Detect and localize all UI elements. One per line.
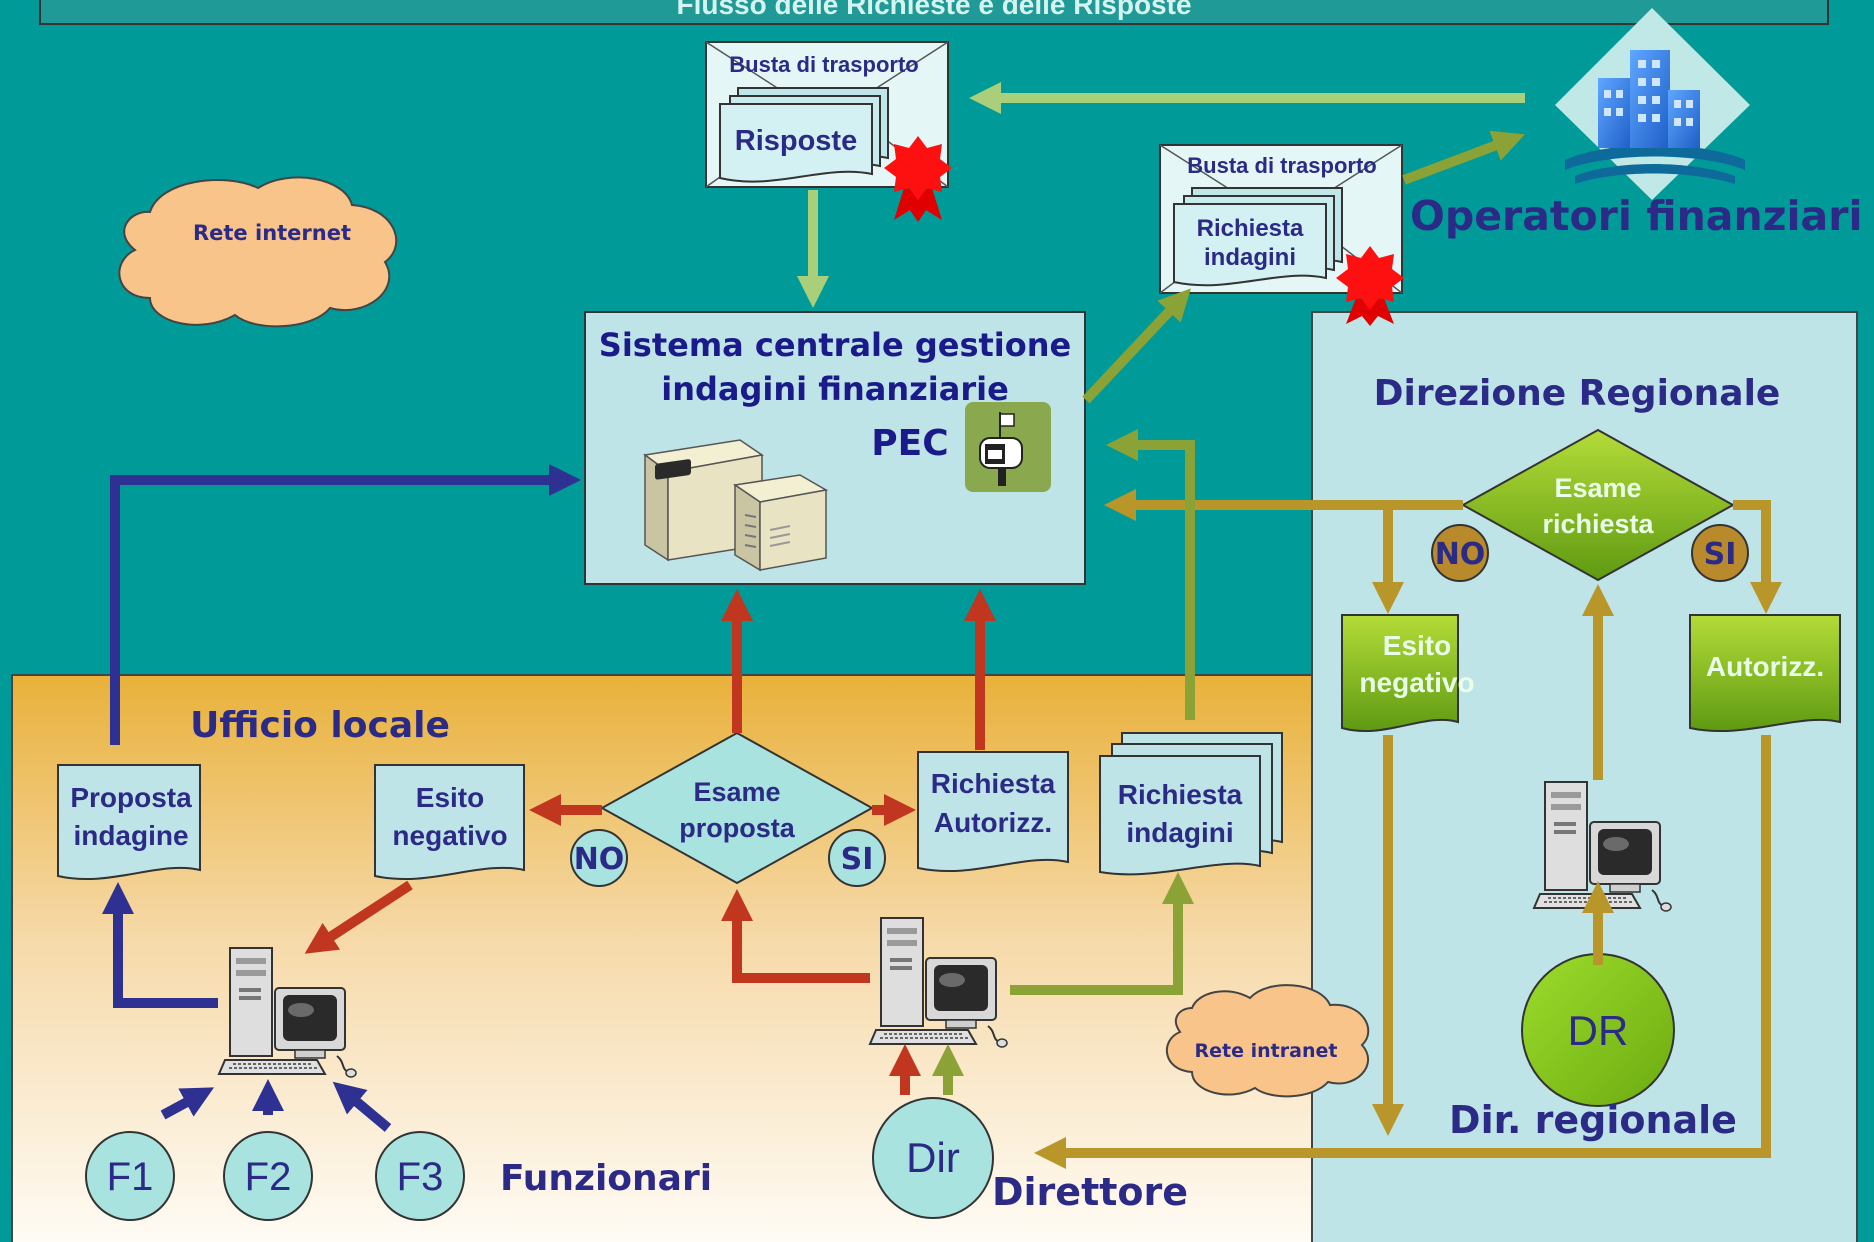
director-node: Dir [872,1097,994,1219]
requests-envelope: Busta di trasporto Richiesta indagini [1159,144,1404,326]
local-office-region [11,674,1313,1242]
official-node-f2: F2 [223,1131,313,1221]
local-no-badge: NO [570,829,628,887]
regional-director-node: DR [1521,953,1675,1107]
central-system-title-line2: indagini finanziarie [661,370,1009,408]
proposal-line1: Proposta [70,782,192,813]
central-system-box: Sistema centrale gestione indagini finan… [584,311,1086,585]
responses-envelope-label: Busta di trasporto [729,52,918,77]
regional-si-label: SI [1704,537,1737,572]
official-f1-label: F1 [107,1155,154,1199]
seal-icon [884,136,952,222]
director-label: Dir [906,1134,960,1181]
central-to-requests-arrow [1082,288,1191,404]
diagram-title: Flusso delle Richieste e delle Risposte [676,0,1191,20]
requests-document [1173,203,1327,287]
local-si-badge: SI [828,829,886,887]
f1-to-computer-arrow [160,1087,215,1120]
official-node-f1: F1 [85,1131,175,1221]
local-decision-line1: Esame [693,777,780,807]
regional-negative-document: Esito negativo [1341,614,1475,733]
mainframe-server-icon [643,439,829,572]
local-decision: Esame proposta [599,731,875,885]
office-building-icon [1555,8,1750,200]
decision-si-arrow [1733,500,1783,615]
proposal-document: Proposta indagine [57,764,201,880]
regional-decision: Esame richiesta [1460,428,1736,582]
regional-director-label: DR [1568,1007,1629,1054]
requests-to-operators-arrow [1402,130,1525,185]
regional-negative-line2: negativo [1359,667,1474,698]
director-computer-to-investigation-arrow [1010,871,1195,995]
responses-envelope: Busta di trasporto Risposte [705,41,952,222]
regional-no-label: NO [1435,537,1486,572]
regional-decision-line2: richiesta [1542,509,1654,539]
auth-request-line2: Autorizz. [934,807,1052,838]
proposal-to-central-arrow [110,463,582,745]
local-negative-line1: Esito [416,782,484,813]
regional-title: Direzione Regionale [1374,373,1781,414]
intranet-cloud-label: Rete intranet [1195,1040,1338,1062]
regional-director-caption: Dir. regionale [1449,1098,1737,1142]
operators-label: Operatori finanziari [1410,192,1863,240]
local-negative-document: Esito negativo [374,764,525,880]
official-f3-label: F3 [397,1155,444,1199]
director-caption: Direttore [992,1170,1188,1214]
official-f2-label: F2 [245,1155,292,1199]
local-office-title: Ufficio locale [190,705,450,746]
local-si-label: SI [841,842,874,877]
regional-si-badge: SI [1691,524,1749,582]
authorized-to-director-arrow [1033,735,1771,1170]
regional-authorized-document: Autorizz. [1689,614,1841,732]
regional-negative-line1: Esito [1383,630,1451,661]
mailbox-icon [965,402,1051,492]
regional-authorized-label: Autorizz. [1706,651,1824,682]
responses-document-label: Risposte [735,125,857,157]
official-node-f3: F3 [375,1131,465,1221]
internet-cloud-label: Rete internet [193,221,351,245]
investigation-request-document: Richiesta indagini [1099,732,1283,876]
responses-document [719,103,873,183]
officials-label: Funzionari [500,1158,712,1199]
seal-icon [1336,246,1404,326]
local-negative-line2: negativo [392,820,507,851]
regional-no-badge: NO [1431,524,1489,582]
intranet-cloud: Rete intranet [1165,984,1370,1098]
pec-label: PEC [871,423,948,464]
auth-request-document: Richiesta Autorizz. [917,751,1069,872]
negative-to-officials-computer-arrow [304,880,413,954]
investigation-request-line2: indagini [1126,817,1233,848]
local-no-label: NO [574,842,625,877]
f3-to-computer-arrow [332,1081,392,1132]
investigation-request-line1: Richiesta [1118,779,1243,810]
investigation-to-central-arrow [1105,428,1195,720]
requests-document-line1: Richiesta [1197,215,1304,242]
local-decision-line2: proposta [679,813,795,843]
computer-to-proposal-arrow [101,881,218,1008]
requests-envelope-label: Busta di trasporto [1187,153,1376,178]
director-computer-to-decision-arrow [720,888,870,983]
regional-decision-line1: Esame [1554,473,1641,503]
central-system-title-line1: Sistema centrale gestione [599,326,1071,364]
title-bar: Flusso delle Richieste e delle Risposte [39,0,1829,25]
requests-document-line2: indagini [1204,244,1296,271]
auth-request-line1: Richiesta [931,768,1056,799]
proposal-line2: indagine [73,820,188,851]
internet-cloud: Rete internet [118,176,398,328]
